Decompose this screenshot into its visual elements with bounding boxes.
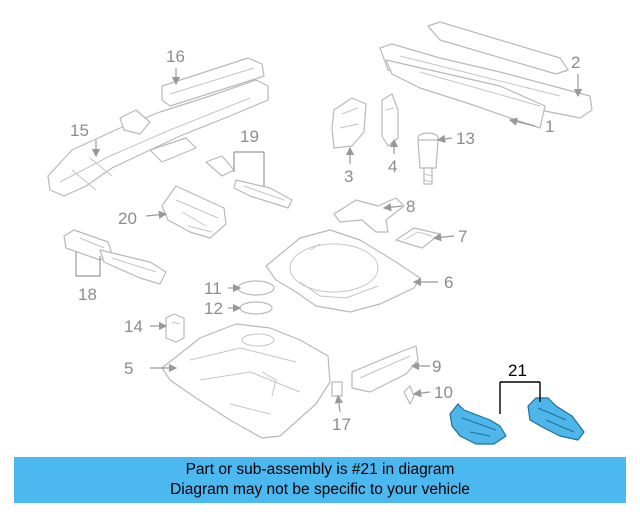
callout-14[interactable]: 14 <box>124 317 143 336</box>
callout-7[interactable]: 7 <box>458 227 467 246</box>
part-3-bracket[interactable] <box>331 97 367 149</box>
leader-lines <box>75 68 583 414</box>
callout-10[interactable]: 10 <box>434 383 453 402</box>
part-2-cross-member[interactable] <box>379 21 593 129</box>
banner-line-2: Diagram may not be specific to your vehi… <box>170 481 470 498</box>
callout-8[interactable]: 8 <box>406 197 415 216</box>
part-19-bracket[interactable] <box>205 155 293 209</box>
part-7-plate[interactable] <box>395 227 441 249</box>
part-10-clip[interactable] <box>403 385 415 405</box>
part-18-bracket[interactable] <box>63 229 167 285</box>
part-17-plate[interactable] <box>331 381 343 397</box>
part-15-side-rail[interactable] <box>47 79 269 197</box>
info-banner: Part or sub-assembly is #21 in diagram D… <box>14 457 626 503</box>
parts-diagram: 1 2 3 4 5 6 7 8 9 10 11 12 13 14 15 16 1… <box>47 21 593 445</box>
part-16-rail[interactable] <box>161 57 265 107</box>
callout-20[interactable]: 20 <box>118 209 137 228</box>
part-6-spare-tire-well[interactable] <box>265 229 421 313</box>
callout-9[interactable]: 9 <box>432 357 441 376</box>
part-14-clip[interactable] <box>165 313 185 343</box>
callout-2[interactable]: 2 <box>571 53 580 72</box>
callout-labels: 1 2 3 4 5 6 7 8 9 10 11 12 13 14 15 16 1… <box>70 47 580 434</box>
callout-4[interactable]: 4 <box>388 157 397 176</box>
part-4-bracket[interactable] <box>381 93 399 147</box>
part-13-stop[interactable] <box>417 132 439 185</box>
callout-1[interactable]: 1 <box>545 117 554 136</box>
part-11-ring[interactable] <box>237 280 275 296</box>
banner-line-1: Part or sub-assembly is #21 in diagram <box>185 461 455 478</box>
callout-12[interactable]: 12 <box>204 299 223 318</box>
part-12-ring[interactable] <box>239 301 273 315</box>
callout-6[interactable]: 6 <box>444 273 453 292</box>
part-20-bracket[interactable] <box>161 185 227 239</box>
callout-3[interactable]: 3 <box>344 167 353 186</box>
callout-13[interactable]: 13 <box>456 129 475 148</box>
callout-18[interactable]: 18 <box>78 285 97 304</box>
callout-19[interactable]: 19 <box>240 127 259 146</box>
callout-16[interactable]: 16 <box>166 47 185 66</box>
callout-17[interactable]: 17 <box>332 415 351 434</box>
part-5-floor-pan[interactable] <box>161 323 331 439</box>
callout-15[interactable]: 15 <box>70 121 89 140</box>
callout-5[interactable]: 5 <box>124 359 133 378</box>
callout-11[interactable]: 11 <box>204 279 222 298</box>
part-21-highlighted[interactable] <box>449 397 585 445</box>
part-8-bracket[interactable] <box>333 197 405 233</box>
part-9-reinforcement[interactable] <box>351 345 419 393</box>
callout-21[interactable]: 21 <box>508 361 527 380</box>
